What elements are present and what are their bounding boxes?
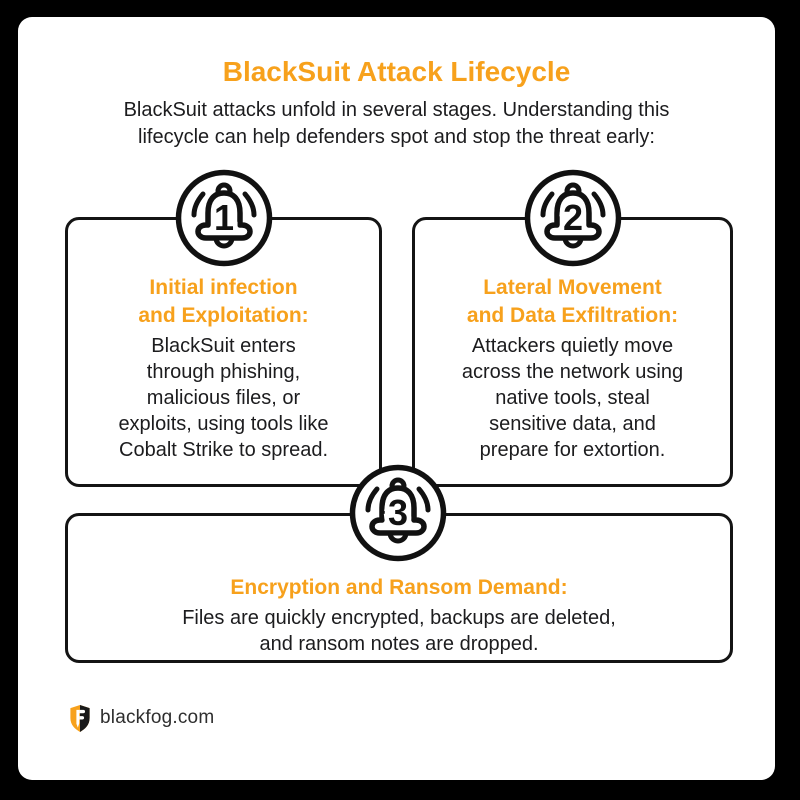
stage-1-heading-line-2: and Exploitation: — [138, 304, 309, 327]
content-card: BlackSuit Attack Lifecycle BlackSuit att… — [18, 17, 775, 780]
blackfog-shield-icon — [70, 704, 90, 732]
footer-site-text: blackfog.com — [100, 707, 215, 728]
stage-3-number: 3 — [388, 492, 408, 533]
stage-1-heading-line-1: Initial infection — [149, 276, 298, 299]
stage-2-body: Attackers quietly move across the networ… — [461, 335, 684, 461]
footer-brand: blackfog.com — [68, 702, 214, 734]
bell-badge-3-icon: 3 — [349, 464, 447, 562]
stage-2-heading-line-2: and Data Exfiltration: — [466, 304, 679, 327]
stage-1-body: BlackSuit enters through phishing, malic… — [118, 335, 329, 461]
ring-wave-left — [365, 486, 380, 513]
subtitle-line-1: BlackSuit attacks unfold in several stag… — [123, 99, 670, 121]
ring-wave-right — [591, 191, 606, 218]
page-subtitle: BlackSuit attacks unfold in several stag… — [18, 97, 775, 151]
subtitle-line-2: lifecycle can help defenders spot and st… — [138, 126, 655, 148]
bell-badge-1-icon: 1 — [175, 169, 273, 267]
stage-2-heading: Lateral Movement and Data Exfiltration: — [415, 274, 730, 330]
ring-wave-left — [540, 191, 555, 218]
stage-3-heading-line-1: Encryption and Ransom Demand: — [230, 576, 568, 599]
stage-2-number: 2 — [563, 197, 583, 238]
ring-wave-left — [191, 191, 206, 218]
stage-3-body: Files are quickly encrypted, backups are… — [182, 607, 616, 655]
ring-wave-right — [242, 191, 257, 218]
stage-3-heading: Encryption and Ransom Demand: — [68, 574, 730, 602]
page-title: BlackSuit Attack Lifecycle — [222, 56, 571, 87]
stage-1-heading: Initial infection and Exploitation: — [68, 274, 379, 330]
stage-2-box: Lateral Movement and Data Exfiltration: … — [412, 217, 733, 487]
bell-badge-2-icon: 2 — [524, 169, 622, 267]
ring-wave-right — [416, 486, 431, 513]
stage-2-heading-line-1: Lateral Movement — [483, 276, 662, 299]
stage-1-number: 1 — [214, 197, 234, 238]
